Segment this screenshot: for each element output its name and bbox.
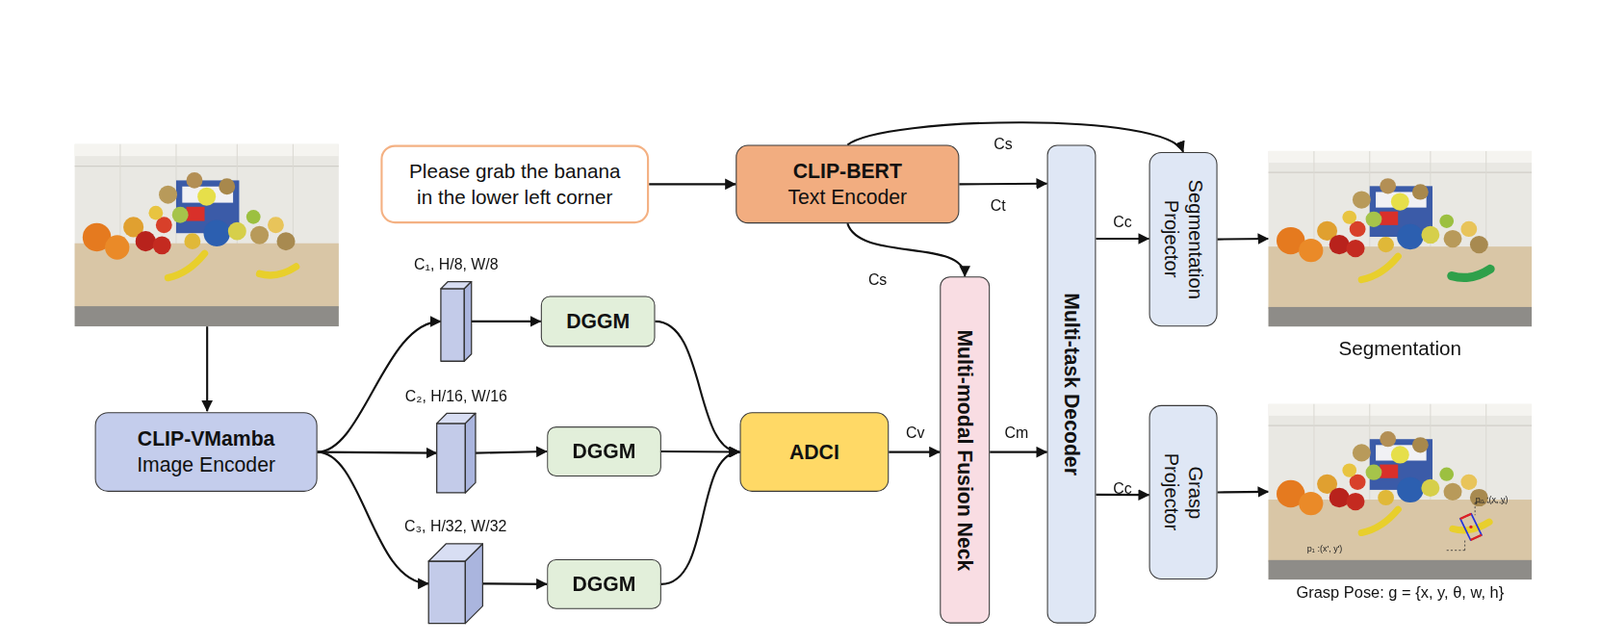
dggm-box: DGGM (546, 559, 662, 610)
projector-box: Segmentation Projector (1149, 152, 1218, 327)
cuboid-shape (428, 543, 483, 624)
connector-arrow (847, 223, 965, 277)
connector-arrow (317, 452, 438, 454)
connector-arrow (482, 582, 547, 586)
prompt-box: Please grab the banana in the lower left… (380, 145, 649, 225)
module-name: Grasp Projector (1159, 430, 1208, 555)
feature-map: C₃, H/32, W/32 (428, 543, 483, 624)
input-image (74, 143, 339, 327)
edge-label: Cs (868, 270, 887, 288)
fusion-neck-box: Multi-modal Fusion Neck (939, 276, 990, 623)
cuboid-shape (437, 412, 476, 493)
edge-label: Cs (993, 134, 1012, 153)
feature-map-label: C₁, H/8, W/8 (413, 255, 499, 273)
connector-arrow (1217, 490, 1269, 494)
connector-arrow (1095, 237, 1149, 240)
encoder-name: CLIP-BERT (793, 158, 903, 185)
dggm-box: DGGM (541, 295, 656, 347)
connector-arrow (661, 452, 741, 585)
edge-label: Ct (990, 196, 1007, 214)
adci-box: ADCI (739, 412, 889, 492)
feature-map: C₂, H/16, W/16 (437, 412, 476, 493)
edge-label: Cm (1004, 423, 1029, 441)
edge-label: Cc (1112, 479, 1132, 497)
input-arrow (206, 326, 208, 412)
connector-arrow (475, 451, 547, 454)
connector-arrow (471, 320, 542, 323)
module-name: ADCI (789, 438, 840, 465)
decoder-box: Multi-task Decoder (1047, 145, 1097, 624)
connector-arrow (958, 182, 1047, 186)
connector-arrow (888, 451, 940, 454)
edge-label: Cc (1112, 212, 1132, 231)
segmentation-output: Segmentation (1268, 151, 1532, 327)
module-name: DGGM (566, 309, 630, 336)
text-encoder-box: CLIP-BERTText Encoder (735, 145, 959, 225)
prompt-text: Please grab the banana in the lower left… (406, 158, 623, 209)
connector-arrow (655, 321, 741, 453)
dggm-box: DGGM (546, 426, 662, 477)
grasp-annotation: p₀ :(x, y) (1475, 493, 1509, 505)
connector-arrow (989, 451, 1047, 454)
scene-image (1268, 151, 1532, 327)
output-caption: Grasp Pose: g = {x, y, θ, w, h} (1295, 583, 1504, 602)
module-name: Multi-modal Fusion Neck (952, 329, 979, 571)
grasp-annotation: p₁ :(x', y') (1307, 543, 1343, 555)
edge-label: Cv (905, 423, 925, 441)
feature-map-label: C₃, H/32, W/32 (404, 516, 507, 535)
feature-map-label: C₂, H/16, W/16 (405, 387, 508, 405)
module-name: DGGM (572, 438, 637, 465)
projector-box: Grasp Projector (1149, 405, 1218, 580)
module-name: Segmentation Projector (1159, 177, 1208, 302)
encoder-box: CLIP-VMambaImage Encoder (95, 412, 318, 492)
connector-arrow (1217, 237, 1269, 241)
connector-arrow (661, 450, 741, 454)
module-name: DGGM (572, 571, 637, 598)
connector-arrow (648, 182, 736, 185)
cuboid-shape (440, 282, 472, 362)
module-name: Multi-task Decoder (1058, 292, 1085, 476)
feature-map: C₁, H/8, W/8 (440, 282, 472, 362)
encoder-subtitle: Text Encoder (787, 183, 907, 210)
encoder-name: CLIP-VMamba (137, 426, 276, 453)
output-caption: Segmentation (1339, 336, 1463, 361)
encoder-subtitle: Image Encoder (136, 452, 276, 479)
